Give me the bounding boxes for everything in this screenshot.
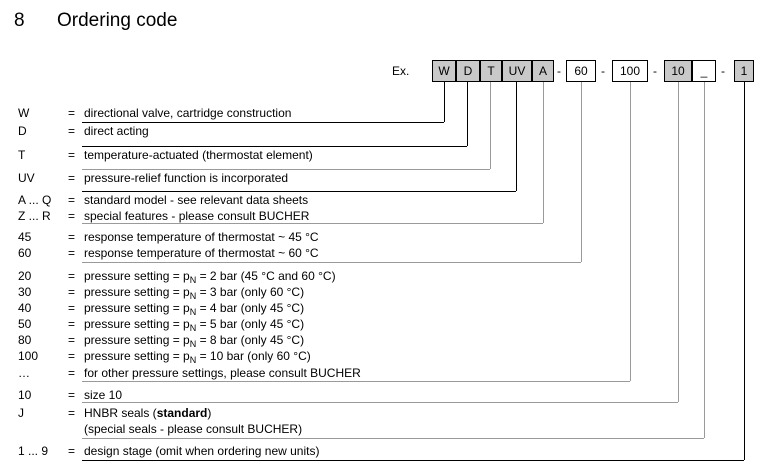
legend-key: 100: [18, 349, 39, 363]
legend-equals-sign: =: [68, 269, 76, 283]
legend-equals-sign: =: [68, 246, 76, 260]
legend-description: HNBR seals (standard): [84, 406, 212, 420]
legend-equals-sign: =: [68, 317, 76, 331]
leader-line-horizontal: [82, 191, 516, 192]
code-box-a: A: [532, 60, 554, 82]
legend-key: A ... Q: [18, 193, 52, 207]
legend-description: for other pressure settings, please cons…: [84, 366, 361, 380]
leader-line-vertical: [444, 82, 445, 122]
code-separator-dash: -: [601, 64, 605, 78]
leader-line-vertical: [744, 82, 745, 460]
legend-key: UV: [18, 171, 35, 185]
leader-line-vertical: [516, 82, 517, 191]
legend-key: W: [18, 106, 30, 120]
legend-key: 30: [18, 285, 32, 299]
page-heading: 8 Ordering code: [0, 8, 763, 38]
leader-line-horizontal: [82, 381, 630, 382]
legend-equals-sign: =: [68, 285, 76, 299]
legend-key: Z ... R: [18, 209, 51, 223]
legend-equals-sign: =: [68, 193, 76, 207]
leader-line-vertical: [490, 82, 491, 169]
legend-description: size 10: [84, 388, 123, 402]
code-box-1: 1: [734, 60, 754, 82]
code-box-10: 10: [664, 60, 692, 82]
code-box-uv: UV: [502, 60, 532, 82]
legend-equals-sign: =: [68, 406, 76, 420]
legend-description: pressure-relief function is incorporated: [84, 171, 289, 185]
legend-description: directional valve, cartridge constructio…: [84, 106, 292, 120]
leader-line-horizontal: [82, 262, 581, 263]
legend-equals-sign: =: [68, 106, 76, 120]
leader-line-horizontal: [82, 223, 543, 224]
legend-description: pressure setting = pN = 4 bar (only 45 °…: [84, 301, 305, 317]
code-box-100: 100: [612, 60, 648, 82]
legend-key: …: [18, 366, 30, 380]
code-separator-dash: -: [653, 64, 657, 78]
code-box-60: 60: [566, 60, 596, 82]
legend-equals-sign: =: [68, 230, 76, 244]
code-separator-dash: -: [557, 64, 561, 78]
example-label: Ex.: [392, 64, 410, 78]
legend-equals-sign: =: [68, 148, 76, 162]
legend-key: 60: [18, 246, 32, 260]
legend-equals-sign: =: [68, 301, 76, 315]
legend-description: response temperature of thermostat ~ 45 …: [84, 230, 319, 244]
leader-line-horizontal: [82, 122, 444, 123]
leader-line-vertical: [630, 82, 631, 381]
legend-key: 45: [18, 230, 32, 244]
legend-description: pressure setting = pN = 10 bar (only 60 …: [84, 349, 311, 365]
code-box-t: T: [480, 60, 502, 82]
leader-line-horizontal: [82, 438, 704, 439]
legend-key: 1 ... 9: [18, 444, 49, 458]
legend-key: T: [18, 148, 26, 162]
code-box-blank: _: [692, 60, 716, 82]
legend-key: D: [18, 124, 27, 138]
legend-equals-sign: =: [68, 349, 76, 363]
leader-line-horizontal: [82, 146, 467, 147]
legend-description: standard model - see relevant data sheet…: [84, 193, 309, 207]
leader-line-vertical: [581, 82, 582, 262]
legend-equals-sign: =: [68, 444, 76, 458]
legend-equals-sign: =: [68, 171, 76, 185]
leader-line-vertical: [467, 82, 468, 146]
leader-line-horizontal: [82, 460, 744, 461]
legend-description: (special seals - please consult BUCHER): [84, 422, 303, 436]
legend-key: 50: [18, 317, 32, 331]
legend-key: 20: [18, 269, 32, 283]
leader-line-vertical: [543, 82, 544, 223]
leader-line-vertical: [678, 82, 679, 402]
legend-description: pressure setting = pN = 3 bar (only 60 °…: [84, 285, 305, 301]
legend-equals-sign: =: [68, 209, 76, 223]
leader-line-vertical: [704, 82, 705, 438]
legend-equals-sign: =: [68, 366, 76, 380]
legend-description: pressure setting = pN = 2 bar (45 °C and…: [84, 269, 336, 285]
legend-key: J: [18, 406, 24, 420]
legend-key: 40: [18, 301, 32, 315]
legend-equals-sign: =: [68, 124, 76, 138]
legend-description: special features - please consult BUCHER: [84, 209, 310, 223]
legend-description: design stage (omit when ordering new uni…: [84, 444, 320, 458]
leader-line-horizontal: [82, 402, 678, 403]
legend-equals-sign: =: [68, 333, 76, 347]
code-box-d: D: [456, 60, 480, 82]
heading-section-number: 8: [14, 10, 25, 31]
legend-description: response temperature of thermostat ~ 60 …: [84, 246, 319, 260]
legend-equals-sign: =: [68, 388, 76, 402]
legend-key: 10: [18, 388, 32, 402]
legend-description: direct acting: [84, 124, 149, 138]
code-box-w: W: [432, 60, 456, 82]
legend-description: pressure setting = pN = 8 bar (only 45 °…: [84, 333, 305, 349]
leader-line-horizontal: [82, 169, 490, 170]
legend-description: pressure setting = pN = 5 bar (only 45 °…: [84, 317, 305, 333]
code-separator-dash: -: [721, 64, 725, 78]
legend-key: 80: [18, 333, 32, 347]
page-title: Ordering code: [57, 10, 178, 31]
legend-description: temperature-actuated (thermostat element…: [84, 148, 313, 162]
